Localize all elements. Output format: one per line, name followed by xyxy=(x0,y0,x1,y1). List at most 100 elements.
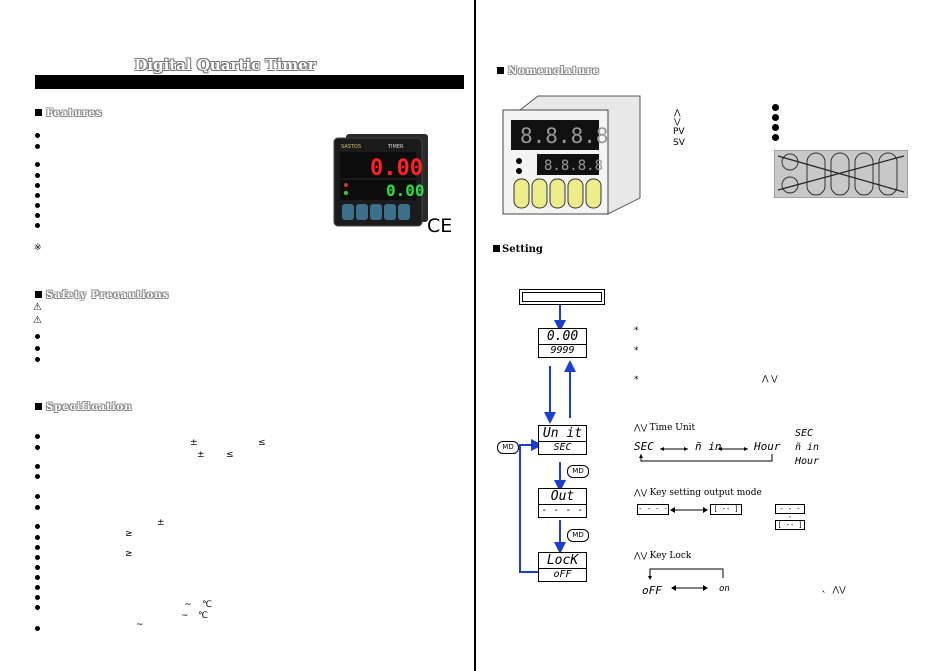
bullet xyxy=(35,524,40,529)
spec-symbol: ~ xyxy=(136,620,144,630)
power-on-box xyxy=(519,289,605,305)
time-unit-cycle-arrows xyxy=(639,447,773,462)
sv-label: SV xyxy=(673,138,685,148)
safety-heading: Safety Precautions xyxy=(35,290,169,301)
bullet xyxy=(35,585,40,590)
out-screen: Out - - - - xyxy=(538,488,587,518)
bullet xyxy=(35,183,40,188)
spec-symbol: ≥ xyxy=(125,549,133,559)
page-divider xyxy=(474,0,476,671)
features-heading: Features xyxy=(35,108,103,119)
lock-screen: LocK oFF xyxy=(538,552,587,582)
time-unit-option-min: ñ in xyxy=(695,440,722,453)
unit-screen: Un it SEC xyxy=(538,425,587,455)
device-sv-readout: 0.00 xyxy=(386,181,425,200)
output-mode-arrows xyxy=(670,507,708,513)
up-down-arrow-icon: ⋀⋁ xyxy=(674,108,681,126)
bullet xyxy=(35,334,40,339)
indicator-dot-icon xyxy=(772,114,779,121)
setting-heading: Setting xyxy=(493,244,543,255)
front-sv-digits: 8.8.8.8 xyxy=(544,158,603,174)
out-sv: - - - - xyxy=(541,505,584,516)
md-key-icon: MD xyxy=(567,529,589,542)
bullet xyxy=(35,535,40,540)
lock-pv: LocK xyxy=(539,553,586,569)
spec-symbol: ≥ xyxy=(125,529,133,539)
pv-label: PV xyxy=(673,127,685,137)
device-model: TIMER xyxy=(387,144,404,150)
page-title: Digital Quartic Timer xyxy=(134,56,316,74)
timer-device-photo: SASTOS TIMER 0.00 0.00 xyxy=(330,132,430,232)
lock-sv: oFF xyxy=(553,569,572,580)
bullet xyxy=(35,346,40,351)
device-brand: SASTOS xyxy=(341,144,361,150)
unit-pv: Un it xyxy=(539,426,586,442)
bullet xyxy=(35,464,40,469)
bullet xyxy=(35,193,40,198)
bullet xyxy=(35,626,40,631)
bullet xyxy=(35,545,40,550)
front-pv-digits: 8.8.8.8 xyxy=(520,124,609,148)
key-lock-option-off: oFF xyxy=(642,584,662,597)
key-lock-arrows xyxy=(648,568,724,591)
output-mode-title: ⋀⋁ Key setting output mode xyxy=(634,488,762,498)
spec-symbol: ℃ xyxy=(198,611,209,621)
nomenclature-heading: Nomenclature xyxy=(497,66,600,77)
bullet xyxy=(35,445,40,450)
output-mode-option-2: [ -- ] xyxy=(710,504,742,515)
spec-symbol: ≤ xyxy=(226,450,234,460)
flow-arrows xyxy=(519,305,576,573)
output-mode-list-2: [ -- ] xyxy=(775,520,805,530)
spec-symbol: ± xyxy=(197,450,205,460)
bullet xyxy=(35,605,40,610)
specification-heading: Specification xyxy=(35,402,133,413)
bullet xyxy=(35,494,40,499)
bullet xyxy=(35,213,40,218)
time-unit-option-hour: Hour xyxy=(754,440,781,453)
time-unit-option-sec: SEC xyxy=(634,440,654,453)
out-pv: Out xyxy=(539,489,586,505)
note-symbol: ※ xyxy=(34,243,42,253)
spec-symbol: ~ xyxy=(184,600,192,610)
bullet xyxy=(35,474,40,479)
bullet xyxy=(35,555,40,560)
key-lock-title: ⋀⋁ Key Lock xyxy=(634,551,692,561)
note-star: * xyxy=(634,346,639,356)
output-mode-list-1: - - - - xyxy=(775,504,805,521)
home-sv: 9999 xyxy=(550,345,575,356)
time-unit-title: ⋀⋁ Time Unit xyxy=(634,423,696,433)
spec-symbol: ≤ xyxy=(258,438,266,448)
home-screen: 0.00 9999 xyxy=(538,328,587,358)
title-bar xyxy=(35,75,464,89)
keypad-legend xyxy=(773,149,909,199)
ce-mark: CE xyxy=(427,215,453,237)
unit-sv: SEC xyxy=(553,442,572,453)
bullet xyxy=(35,203,40,208)
bullet xyxy=(35,565,40,570)
output-mode-option-1: - - - - xyxy=(637,504,669,515)
home-pv: 0.00 xyxy=(539,329,586,345)
caution-icon: ⚠ xyxy=(33,315,42,326)
spec-symbol: ± xyxy=(190,438,198,448)
key-lock-option-on: on xyxy=(719,584,730,594)
bullet xyxy=(35,173,40,178)
spec-symbol: ± xyxy=(157,518,165,528)
clock-indicator-icon xyxy=(772,124,779,131)
bullet xyxy=(35,505,40,510)
note-star: * xyxy=(634,375,639,385)
warning-icon: ⚠ xyxy=(33,302,42,313)
bullet xyxy=(35,434,40,439)
key-lock-tail: 、 ⋀⋁ xyxy=(822,585,846,594)
bullet xyxy=(35,575,40,580)
up-down-arrow-icon: ⋀ ⋁ xyxy=(762,374,778,383)
note-star: * xyxy=(634,326,639,336)
md-key-icon: MD xyxy=(497,441,519,454)
indicator-dot-icon xyxy=(772,104,779,111)
bullet xyxy=(35,133,40,138)
spec-symbol: ℃ xyxy=(202,600,213,610)
spec-symbol: ~ xyxy=(181,611,189,621)
bullet xyxy=(35,223,40,228)
time-unit-list-hour: Hour xyxy=(795,456,820,467)
lock-indicator-icon xyxy=(772,134,779,141)
device-pv-readout: 0.00 xyxy=(370,156,423,181)
